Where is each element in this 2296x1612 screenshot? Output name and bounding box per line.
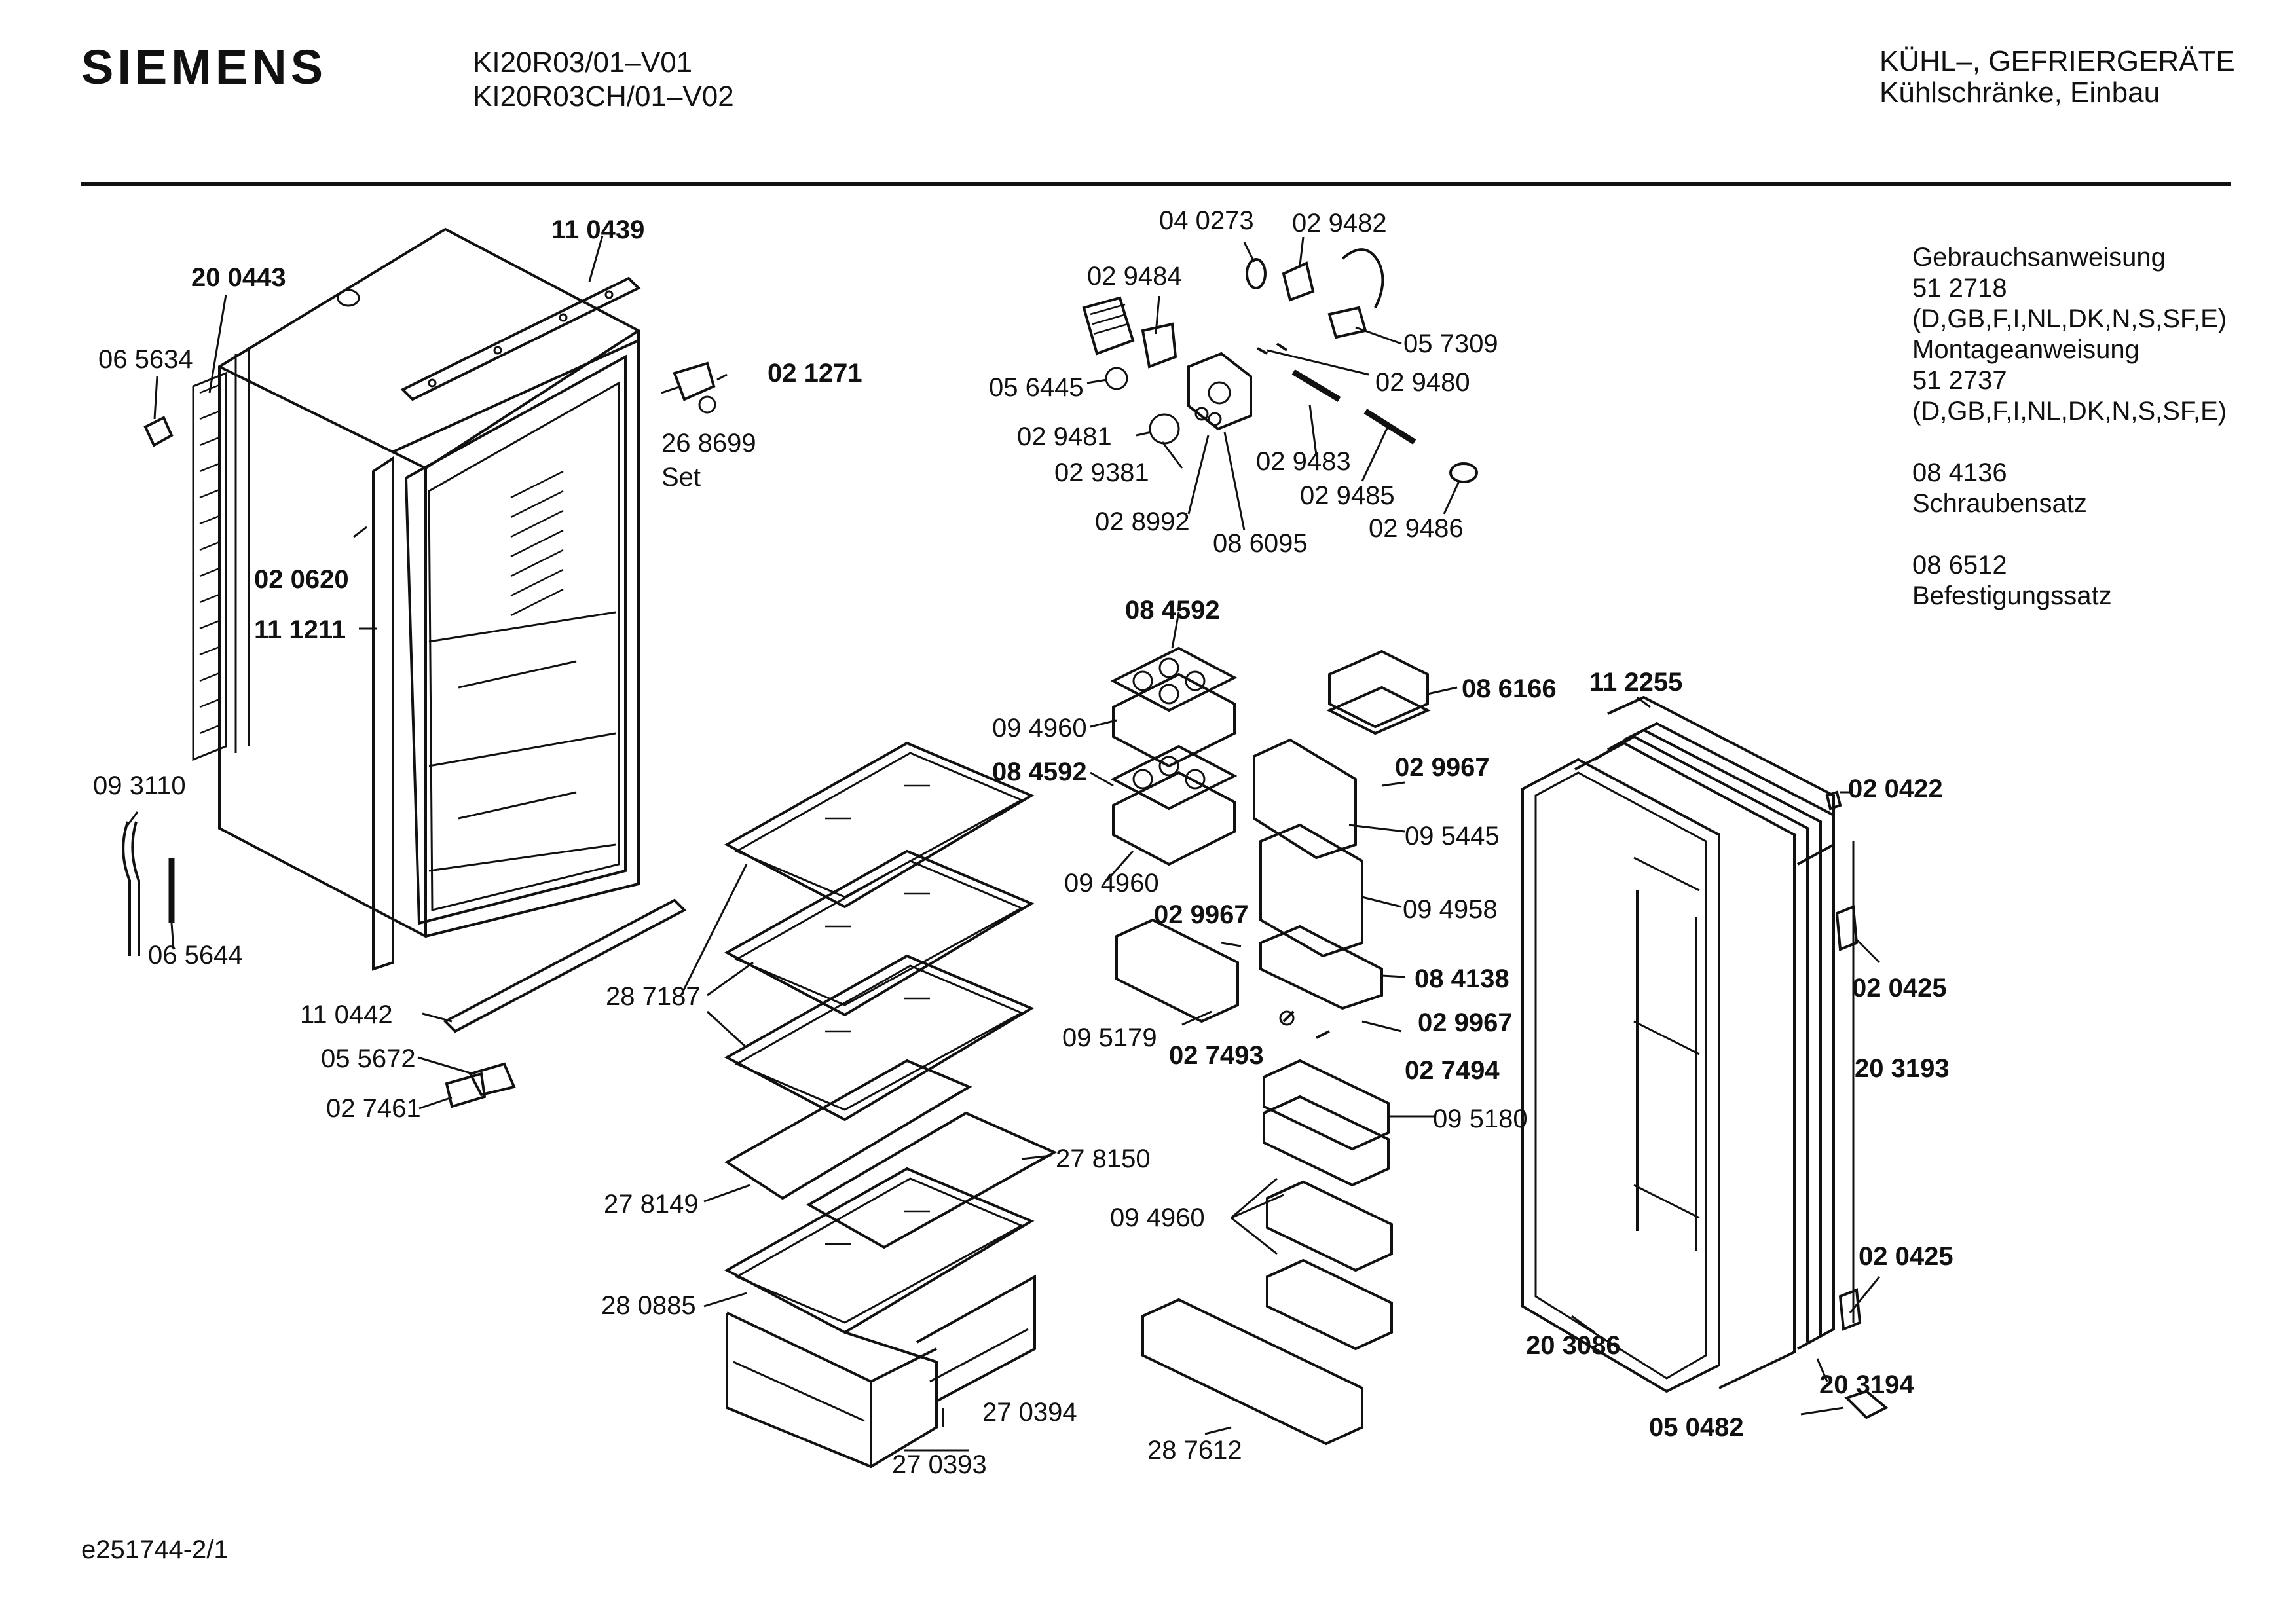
fixing-set-label: Befestigungssatz [1912, 581, 2112, 610]
part-label-268699: 26 8699 [661, 429, 756, 458]
part-label-094958: 09 4958 [1403, 895, 1498, 924]
part-label-093110: 09 3110 [93, 771, 186, 800]
part-label-029381: 02 9381 [1054, 458, 1149, 487]
part-label-021271: 02 1271 [768, 359, 862, 388]
drawing-code: e251744-2/1 [81, 1535, 229, 1564]
part-label-029486: 02 9486 [1369, 514, 1464, 543]
model-line-1: KI20R03/01–V01 [473, 46, 693, 79]
part-label-029967-1: 02 9967 [1395, 753, 1490, 782]
part-label-027493: 02 7493 [1169, 1041, 1264, 1070]
door-racks-drawing [1090, 612, 1458, 1446]
part-label-094960-2: 09 4960 [1064, 869, 1159, 898]
part-label-280885: 28 0885 [601, 1291, 696, 1320]
part-label-287187: 28 7187 [606, 982, 701, 1011]
part-label-set: Set [661, 463, 701, 492]
part-label-020422: 02 0422 [1848, 775, 1943, 803]
part-label-065644: 06 5644 [148, 941, 243, 970]
documentation-list: Gebrauchsanweisung 51 2718 (D,GB,F,I,NL,… [1912, 242, 2227, 612]
category-line-2: Kühlschränke, Einbau [1879, 77, 2160, 109]
part-label-029482: 02 9482 [1292, 209, 1387, 238]
control-parts-drawing [1082, 236, 1478, 531]
part-label-055672: 05 5672 [321, 1044, 416, 1073]
part-label-084592-mid: 08 4592 [992, 758, 1087, 786]
part-label-040273: 04 0273 [1159, 206, 1254, 235]
part-label-095445: 09 5445 [1405, 822, 1500, 851]
part-label-270393: 27 0393 [892, 1450, 987, 1479]
part-label-095180: 09 5180 [1433, 1105, 1528, 1133]
part-label-029480: 02 9480 [1375, 368, 1470, 397]
part-label-029481: 02 9481 [1017, 422, 1112, 451]
part-label-110442: 11 0442 [300, 1000, 393, 1029]
part-label-065634: 06 5634 [98, 345, 193, 374]
door-drawing [1521, 695, 1889, 1420]
part-label-020425-1: 02 0425 [1852, 974, 1947, 1002]
part-label-086095: 08 6095 [1213, 529, 1308, 558]
part-label-020425-2: 02 0425 [1859, 1242, 1953, 1271]
manual-languages: (D,GB,F,I,NL,DK,N,S,SF,E) [1912, 304, 2227, 333]
part-label-287612: 28 7612 [1147, 1436, 1242, 1465]
part-label-057309: 05 7309 [1403, 329, 1498, 358]
cabinet-drawing [122, 227, 728, 1110]
part-label-278149: 27 8149 [604, 1190, 699, 1218]
part-label-027461: 02 7461 [326, 1094, 421, 1123]
model-numbers: KI20R03/01–V01 KI20R03CH/01–V02 [473, 46, 734, 114]
part-label-027494: 02 7494 [1405, 1056, 1500, 1085]
screw-set-label: Schraubensatz [1912, 489, 2087, 518]
part-label-094960-3: 09 4960 [1110, 1203, 1205, 1232]
category-line-1: KÜHL–, GEFRIERGERÄTE [1879, 45, 2235, 77]
manual-label: Gebrauchsanweisung [1912, 243, 2166, 272]
brand-logo: SIEMENS [81, 40, 327, 94]
part-label-029967-2: 02 9967 [1154, 900, 1249, 929]
part-label-084592-top: 08 4592 [1125, 596, 1220, 625]
part-label-111211: 11 1211 [254, 615, 346, 644]
glass-shelves-drawing [680, 741, 1058, 1469]
part-label-095179: 09 5179 [1062, 1023, 1157, 1052]
part-labels: 11 0439 20 0443 06 5634 02 1271 26 8699 … [93, 206, 1953, 1479]
install-number: 51 2737 [1912, 366, 2007, 395]
part-label-203194: 20 3194 [1819, 1370, 1914, 1399]
part-label-278150: 27 8150 [1056, 1145, 1151, 1173]
part-label-029485: 02 9485 [1300, 481, 1395, 510]
part-label-084138: 08 4138 [1415, 964, 1509, 993]
part-label-270394: 27 0394 [982, 1398, 1077, 1427]
part-label-094960-1: 09 4960 [992, 714, 1087, 742]
fixing-set-number: 08 6512 [1912, 551, 2007, 579]
header-divider [81, 182, 2231, 186]
manual-number: 51 2718 [1912, 274, 2007, 302]
part-label-028992: 02 8992 [1095, 507, 1190, 536]
install-label: Montageanweisung [1912, 335, 2139, 364]
part-label-112255: 11 2255 [1589, 668, 1682, 697]
part-label-020620: 02 0620 [254, 565, 349, 594]
screw-set-number: 08 4136 [1912, 458, 2007, 487]
part-label-110439: 11 0439 [551, 215, 644, 244]
model-line-2: KI20R03CH/01–V02 [473, 81, 734, 113]
part-label-029967-3: 02 9967 [1418, 1008, 1513, 1037]
part-label-056445: 05 6445 [989, 373, 1084, 402]
part-label-203086: 20 3086 [1526, 1331, 1621, 1360]
part-label-200443: 20 0443 [191, 263, 286, 292]
install-languages: (D,GB,F,I,NL,DK,N,S,SF,E) [1912, 397, 2227, 426]
part-label-086166: 08 6166 [1462, 674, 1557, 703]
part-label-050482: 05 0482 [1649, 1413, 1744, 1442]
appliance-category: KÜHL–, GEFRIERGERÄTE Kühlschränke, Einba… [1879, 46, 2259, 109]
part-label-029484: 02 9484 [1087, 262, 1182, 291]
part-label-203193: 20 3193 [1855, 1054, 1950, 1083]
part-label-029483: 02 9483 [1256, 447, 1351, 476]
